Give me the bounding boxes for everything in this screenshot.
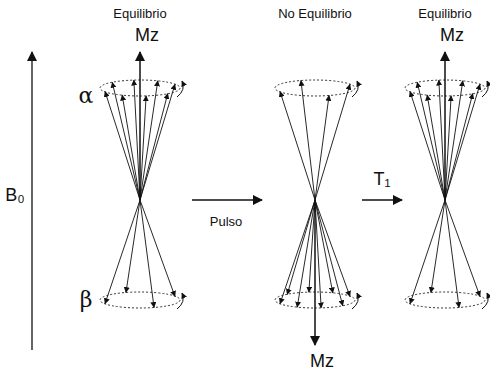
spin-vector [280, 200, 315, 304]
spin-vector [140, 96, 146, 200]
spin-vector [309, 200, 315, 292]
precession-arrow [482, 293, 488, 309]
spin-vector [410, 92, 445, 200]
magnetization-label: Mz [135, 26, 159, 46]
precession-ellipse [275, 80, 355, 96]
spin-vector [445, 94, 473, 200]
spin-vector [140, 200, 154, 307]
spin-vector [140, 94, 168, 200]
magnetization-vector [444, 52, 446, 200]
pulse-label: Pulso [210, 215, 243, 229]
spin-vector [417, 82, 445, 200]
spin-cone [405, 52, 488, 309]
spin-vector [445, 84, 480, 200]
magnetization-vector [314, 200, 316, 345]
magnetization-label: Mz [310, 352, 334, 372]
spin-vector [445, 200, 459, 307]
spin-vector [439, 80, 445, 200]
precession-arrow [352, 81, 358, 97]
field-arrow [31, 52, 32, 350]
spin-vector [112, 82, 140, 200]
precession-arrow [177, 293, 183, 309]
spin-vector [140, 84, 175, 200]
precession-arrow [482, 81, 488, 97]
field-label: B₀ [5, 186, 24, 206]
state-heading: No Equilibrio [278, 7, 352, 21]
spin-vector [431, 200, 445, 293]
magnetization-vector [139, 52, 141, 200]
magnetization-label: Mz [440, 26, 464, 46]
precession-ellipse [100, 292, 180, 308]
spin-vector [280, 92, 315, 200]
spin-vector [140, 200, 175, 296]
precession-arrow [177, 81, 183, 97]
spin-vector [105, 92, 140, 200]
relaxation-arrow [362, 199, 402, 200]
spin-state-label: α [79, 84, 94, 108]
spin-vector [445, 200, 480, 296]
pulse-arrow [192, 199, 262, 200]
spin-vector [105, 200, 140, 304]
spin-vector [445, 96, 451, 200]
spin-vector [315, 84, 350, 200]
state-heading: Equilibrio [418, 7, 471, 21]
spin-vector [315, 200, 333, 293]
spin-vector [126, 200, 140, 293]
state-heading: Equilibrio [113, 7, 166, 21]
spin-vector [134, 80, 140, 200]
spin-vector [410, 200, 445, 304]
spin-vector [297, 200, 315, 307]
relaxation-label: T₁ [373, 170, 390, 190]
precession-ellipse [405, 292, 485, 308]
spin-cone [275, 80, 358, 345]
spin-vector [315, 200, 350, 296]
spin-cone [100, 52, 183, 309]
spin-vector [315, 95, 329, 200]
precession-arrow [352, 293, 358, 309]
spin-vector [315, 200, 343, 306]
spin-vector [287, 200, 315, 294]
spin-vector [301, 81, 315, 200]
spin-state-label: β [80, 288, 93, 312]
